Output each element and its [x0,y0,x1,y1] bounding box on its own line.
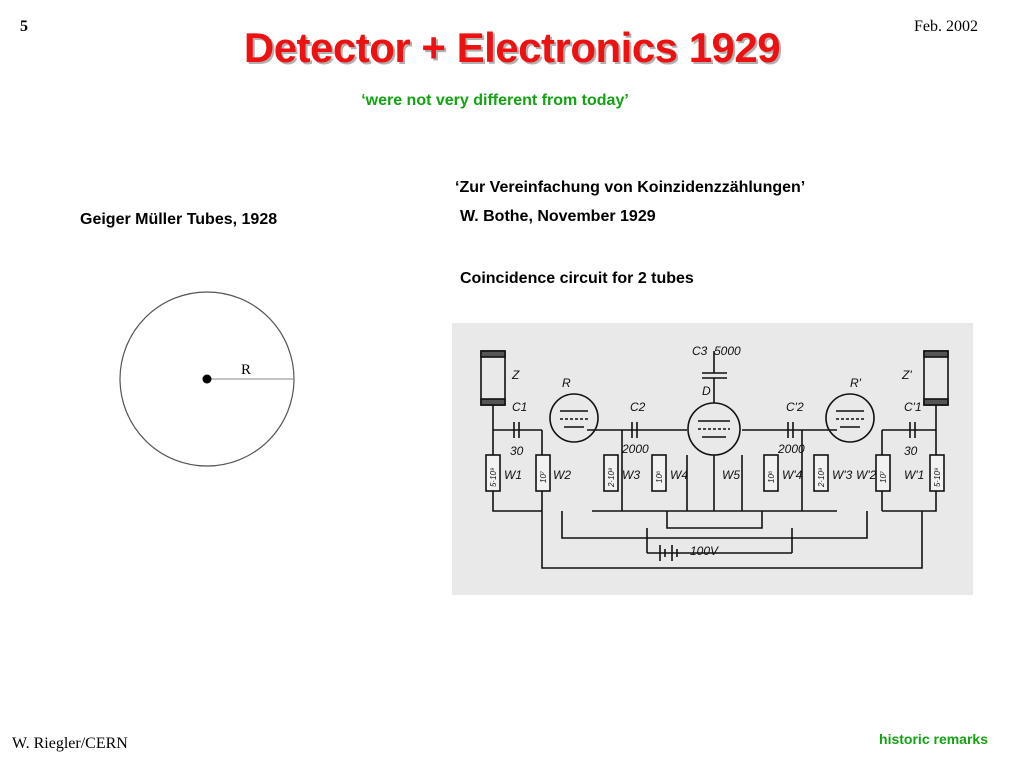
label-c2: C2 [630,400,646,414]
label-2000: 2000 [621,442,649,456]
capacitors [513,422,916,438]
paper-author: W. Bothe, November 1929 [460,208,656,225]
label-z-prime: Z' [901,368,912,382]
label-c2-prime: C'2 [786,400,804,414]
counter-tube-z [480,350,506,406]
label-d: D [702,384,711,398]
vacuum-tube-r-prime [825,393,875,443]
geiger-tube-cross-section: R [119,291,295,467]
vacuum-tube-r [549,393,599,443]
label-resistor-1e6: 10⁶ [655,470,664,483]
vacuum-tube-d [687,402,741,456]
label-z: Z [511,368,520,382]
label-resistor-1e7-b: 10⁷ [879,470,888,483]
geiger-tube-label: Geiger Müller Tubes, 1928 [80,211,278,228]
slide-date: Feb. 2002 [914,18,978,35]
slide-number: 5 [20,18,28,35]
label-resistor-2e8-b: 2·10⁸ [817,467,826,488]
label-resistor-5e9: 5·10⁹ [489,467,498,487]
label-c3-value: 5000 [714,344,741,358]
label-w1: W1 [504,468,522,482]
circuit-caption: Coincidence circuit for 2 tubes [460,270,694,287]
label-w2-prime: W'2 [856,468,877,482]
paper-title: ‘Zur Vereinfachung von Koinzidenzzählung… [455,179,806,196]
label-w4: W4 [670,468,688,482]
label-r: R [562,376,571,390]
label-c3: C3 [692,344,708,358]
radius-label: R [241,362,251,378]
label-r-prime: R' [850,376,862,390]
anode-wire-dot [202,374,212,384]
label-battery: 100V [690,544,719,558]
footer-author: W. Riegler/CERN [12,735,128,752]
label-resistor-2e8: 2·10⁸ [607,467,616,488]
counter-tube-z-prime [923,350,949,406]
slide-subtitle: ‘were not very different from today’ [361,92,629,109]
label-w2: W2 [553,468,571,482]
circuit-wiring [492,351,937,569]
label-w1-prime: W'1 [904,468,924,482]
label-w5: W5 [722,468,740,482]
label-w4-prime: W'4 [782,468,803,482]
label-30: 30 [510,444,524,458]
label-w3: W3 [622,468,640,482]
label-2000-prime: 2000 [777,442,805,456]
label-resistor-1e7: 10⁷ [539,470,548,483]
battery-100v [659,545,678,561]
coincidence-circuit-schematic: C3 5000 D Z Z' C1 C'1 C2 C'2 R R' 30 30 … [452,323,973,595]
label-resistor-5e9-b: 5·10⁹ [933,467,942,487]
slide-title: Detector + Electronics 1929 [243,24,781,71]
resistors [485,454,945,492]
label-c1: C1 [512,400,527,414]
label-c1-prime: C'1 [904,400,922,414]
label-resistor-1e6-b: 10⁶ [767,470,776,483]
label-w3-prime: W'3 [832,468,853,482]
label-30-prime: 30 [904,444,918,458]
footer-section: historic remarks [879,731,988,747]
